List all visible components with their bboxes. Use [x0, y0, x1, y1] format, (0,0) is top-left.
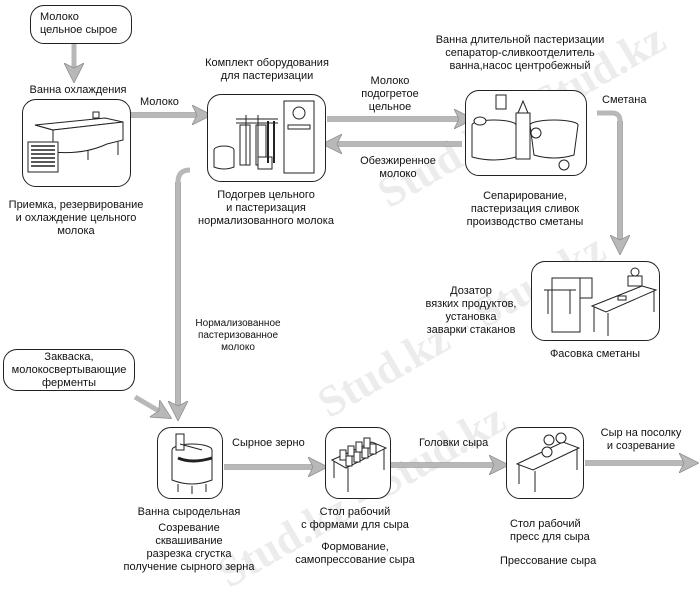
forming-caption: Стол рабочий с формами для сыра	[301, 506, 409, 531]
pasteurization-title: Комплект оборудования для пастеризации	[205, 57, 329, 82]
flow-label-skim-milk: Обезжиренное молоко	[360, 155, 436, 180]
separation-equipment	[465, 90, 587, 176]
starter-node: Закваска, молокосвертывающие ферменты	[3, 349, 135, 391]
cooling-equipment	[22, 99, 131, 187]
pressing-caption: Стол рабочий пресс для сыра	[510, 518, 590, 543]
raw-milk-node: Молоко цельное сырое	[30, 5, 132, 44]
arrow-normalized-milk-to-vat	[178, 167, 191, 412]
raw-milk-label-line: цельное сырое	[40, 24, 118, 36]
packaging-caption: Фасовка сметаны	[549, 348, 641, 360]
flow-label-sour-cream: Сметана	[602, 94, 647, 106]
forming-process-caption: Формование, самопрессование сыра	[295, 541, 415, 566]
flow-arrows	[0, 44, 700, 577]
arrow-starter-to-vat	[133, 394, 164, 414]
forming-equipment	[325, 427, 391, 499]
cheese-vat-title: Ванна сыродельная	[137, 506, 241, 518]
packaging-equipment	[531, 261, 660, 341]
forming-table-icon	[330, 437, 388, 492]
cheese-vat-caption: Созревание сквашивание разрезка сгустка …	[123, 522, 255, 573]
packaging-equipment-description: Дозатор вязких продуктов, установка зава…	[425, 285, 517, 336]
pressing-process-caption: Прессование сыра	[500, 555, 597, 567]
pasteurization-equipment	[207, 94, 326, 182]
flow-label-cheese-heads: Головки сыра	[419, 437, 489, 449]
flow-label-cheese-grain: Сырное зерно	[232, 437, 305, 449]
pasteurization-caption: Подогрев цельного и пастеризация нормали…	[198, 189, 334, 227]
flow-label-normalized-milk: Нормализованное пастеризованное молоко	[195, 318, 281, 353]
cheese-vat-icon	[171, 433, 213, 494]
raw-milk-label-line: Молоко	[40, 11, 79, 23]
pasteurization-unit-icon	[213, 100, 315, 174]
separation-title: Ванна длительной пастеризации сепаратор-…	[435, 34, 605, 72]
filling-machine-icon	[544, 267, 658, 336]
cooling-tank-icon	[27, 111, 124, 173]
pressing-equipment	[506, 427, 584, 499]
separator-tanks-icon	[471, 94, 579, 171]
arrow-sour-cream-to-packaging	[597, 110, 620, 246]
separation-caption: Сепарирование, пастеризация сливок произ…	[466, 190, 584, 228]
cheese-production-flow-diagram: Stud.kz - Stud.kz Stud.kz - Stud.kz Stud…	[0, 5, 700, 597]
flow-label-milk: Молоко	[140, 96, 179, 108]
press-table-icon	[515, 432, 581, 492]
flow-label-to-salting: Сыр на посолку и созревание	[600, 427, 682, 452]
flow-label-heated-milk: Молоко подогретое цельное	[361, 75, 419, 113]
cooling-title: Ванна охлаждения	[29, 84, 127, 96]
cheese-vat-equipment	[157, 427, 223, 499]
cooling-caption: Приемка, резервирование и охлаждение цел…	[8, 199, 144, 237]
